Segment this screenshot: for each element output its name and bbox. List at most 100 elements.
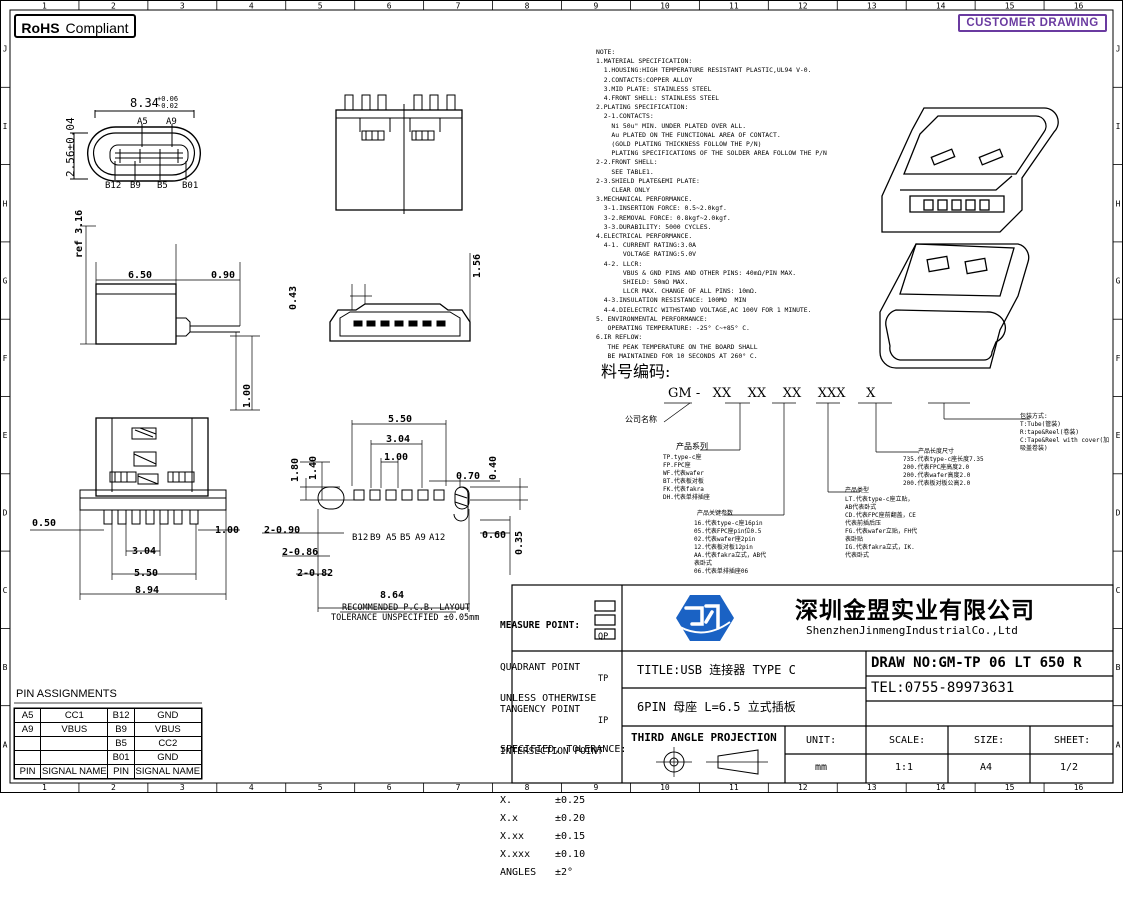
frame-row-label: A [3,740,8,749]
pcb-layout-label: RECOMMENDED P.C.B. LAYOUT [342,603,470,613]
frame-row-label: G [1116,277,1121,286]
frame-col-label: 14 [936,783,946,792]
customer-drawing-badge: CUSTOMER DRAWING [958,14,1107,32]
legend-quadrant: QUADRANT POINT [500,662,581,673]
series-title: 产品系列 [676,442,708,451]
pcb-pin-b9: B9 [370,533,381,543]
keyparam-list: 16.代表type-c座16pin 05.代表FPC座pin位0.5 02.代表… [694,520,767,575]
frame-col-label: 13 [867,2,877,11]
table-cell [40,750,109,765]
frame-col-label: 15 [1005,783,1015,792]
drawing-canvas: 1122334455667788991010111112121313141415… [0,0,1123,793]
table-cell: A9 [13,722,42,737]
dim-2-090: 2-0.90 [264,525,300,536]
type-list: LT.代表type-c座立贴， AB代表卧式 CD.代表FPC座前翻盖，CE 代… [845,496,918,559]
frame-row-label: D [1116,508,1121,517]
pcb-pin-b12: B12 [352,533,368,543]
dim-040: 0.40 [488,456,499,480]
table-cell: B9 [107,722,135,737]
dim-100-pcb: 1.00 [384,452,408,463]
dim-050: 0.50 [32,518,56,529]
dim-ref: ref 3.16 [74,210,85,258]
size-label: SIZE: [974,735,1005,746]
dim-100-side: 1.00 [242,384,253,408]
part-number-code: GM - XX XX XX XXX X [668,386,876,401]
dim-width-tol-plus: +0.06 [157,95,178,103]
dim-070: 0.70 [456,471,480,482]
frame-col-label: 3 [180,783,185,792]
table-cell: VBUS [40,722,109,737]
dim-width-tol-minus: -0.02 [157,102,178,110]
frame-col-label: 8 [525,783,530,792]
frame-col-label: 12 [798,2,808,11]
legend-intersection: INTERSECTION POINT [500,746,603,757]
type-title: 产品类型 [845,487,870,494]
frame-col-label: 2 [111,783,116,792]
tolerance-label: X.xxx [500,849,531,860]
side-view [80,225,471,411]
tolerance-row: X.xxx±0.10 [500,846,626,864]
scale-value: 1:1 [895,762,914,773]
frame-row-label: H [1116,199,1121,208]
frame-col-label: 11 [729,783,739,792]
frame-col-label: 10 [660,783,670,792]
pin-label-a5: A5 [137,117,148,127]
frame-row-label: C [3,586,8,595]
tolerance-value: ±0.20 [555,813,586,824]
notes-block: NOTE: 1.MATERIAL SPECIFICATION: 1.HOUSIN… [596,48,827,360]
legend-tp: TP [598,674,609,684]
frame-col-label: 9 [594,2,599,11]
isometric-views [879,107,1059,369]
dim-2-082: 2-0.82 [297,568,333,579]
frame-row-label: B [3,663,8,672]
company-name-cn: 深圳金盟实业有限公司 [795,598,1035,624]
pack-list: T:Tube(管装) R:tape&Reel(卷装) C:Tape&Reel w… [1020,421,1110,452]
rohs-bold: RoHS [21,20,60,36]
frame-col-label: 9 [594,783,599,792]
legend-ip: IP [598,716,609,726]
pin-label-b9: B9 [130,181,141,191]
table-cell: SIGNAL NAME [133,764,203,779]
frame-row-label: E [1116,431,1121,440]
frame-col-label: 11 [729,2,739,11]
projection-symbol [656,747,768,777]
legend-qp: QP [598,632,609,642]
dimension-labels: 8.34 +0.06 -0.02 2.56±0.04 A5 A9 B12 B9 … [32,95,525,623]
frame-row-label: I [1116,122,1121,131]
pin-label-b5: B5 [157,181,168,191]
dim-304-bottom: 3.04 [132,546,156,557]
frame-col-label: 1 [42,783,47,792]
dim-550-bottom: 5.50 [134,568,158,579]
pcb-layout [262,420,528,613]
tolerance-specified: SPECIFIED, TOLERANCE: [500,744,627,755]
telephone: TEL:0755-89973631 [871,680,1015,696]
pcb-tolerance: TOLERANCE UNSPECIFIED ±0.05mm [331,613,479,623]
legend-codes: QP TP IP [598,602,608,742]
frame-row-label: A [1116,740,1121,749]
frame-col-label: 4 [249,783,254,792]
legend-labels: MEASURE POINT: QUADRANT POINT TANGENCY P… [500,591,603,773]
series-list: TP.type-c座 FP.FPC座 WF.代表wafer BT.代表板对板 F… [663,454,710,501]
legend-measure: MEASURE POINT: [500,620,581,631]
tolerance-row: X.x±0.20 [500,810,626,828]
table-cell: PIN [13,764,42,779]
dim-043: 0.43 [288,286,299,310]
dim-894: 8.94 [135,585,159,596]
keyparam-title: 产品关键参数 [697,510,734,517]
title-line2: 6PIN 母座 L=6.5 立式插板 [637,700,796,714]
tolerance-block: UNLESS OTHERWISE SPECIFIED, TOLERANCE: X… [500,656,626,899]
sheet-value: 1/2 [1060,762,1079,773]
frame-marks: 1122334455667788991010111112121313141415… [0,0,1123,793]
dim-304-pcb: 3.04 [386,434,410,445]
tolerance-label: X. [500,795,513,806]
dim-650: 6.50 [128,270,152,281]
top-view [70,110,202,182]
frame-row-label: J [3,45,8,54]
frame-col-label: 10 [660,2,670,11]
part-number-title: 料号编码: [601,362,671,381]
